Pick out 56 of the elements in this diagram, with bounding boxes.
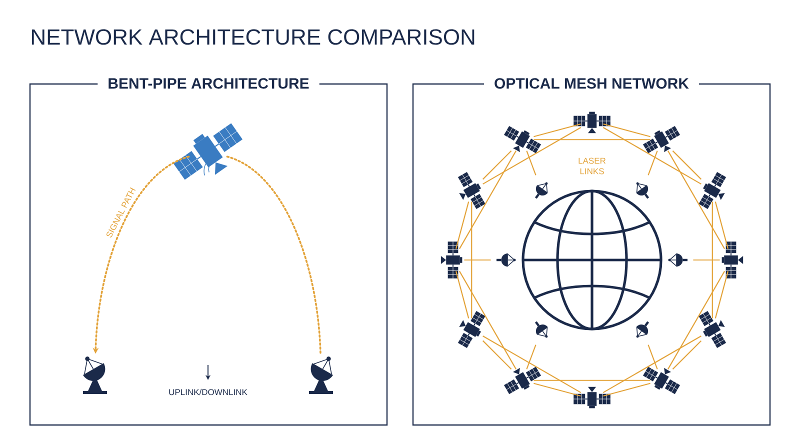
- dish-antenna-icon: [309, 356, 333, 394]
- laser-link: [471, 202, 472, 318]
- laser-link: [458, 150, 517, 250]
- laser-link: [534, 139, 650, 140]
- laser-link: [526, 344, 536, 370]
- laser-link: [464, 259, 491, 261]
- laser-link: [534, 382, 581, 397]
- satellite-icon: [642, 366, 680, 394]
- satellite-icon: [722, 241, 744, 279]
- laser-link: [603, 382, 650, 397]
- laser-link: [459, 270, 517, 370]
- dish-antenna-icon: [668, 253, 688, 267]
- laser-link: [482, 126, 582, 185]
- laser-link: [482, 150, 512, 180]
- title: NETWORK ARCHITECTURE COMPARISON: [32, 29, 474, 45]
- laser-link: [526, 150, 536, 176]
- satellite-icon: [573, 112, 611, 134]
- laser-link: [648, 344, 658, 370]
- globe-icon: [522, 190, 662, 330]
- satellite-icon: [642, 126, 680, 154]
- laser-link: [668, 270, 726, 370]
- laser-link: [668, 150, 726, 250]
- satellite-icon: [573, 386, 611, 408]
- satellite-icon: [504, 366, 542, 394]
- laser-link: [482, 336, 582, 394]
- dish-antenna-icon: [534, 321, 548, 338]
- satellite-icon: [698, 310, 726, 348]
- laser-link: [455, 202, 470, 249]
- satellite-icon: [504, 126, 542, 154]
- laser-link: [482, 340, 512, 370]
- laser-link: [602, 335, 702, 394]
- laser-link: [712, 202, 713, 318]
- satellite-icon: [458, 310, 486, 348]
- dish-antenna-icon: [534, 182, 548, 199]
- label: LASER LINKS: [578, 158, 606, 174]
- laser-link: [603, 123, 650, 138]
- satellite-icon: [458, 172, 486, 210]
- label: UPLINK/DOWNLINK: [169, 388, 248, 396]
- laser-link: [714, 202, 729, 249]
- laser-link: [602, 126, 702, 185]
- dish-antenna-icon: [636, 182, 650, 199]
- laser-link: [714, 271, 729, 318]
- laser-link: [534, 123, 581, 138]
- dish-antenna-icon: [636, 321, 650, 338]
- laser-link: [534, 380, 650, 381]
- dish-antenna-icon: [496, 253, 516, 267]
- satellite-icon: [440, 241, 462, 279]
- laser-link: [672, 150, 702, 180]
- laser-link: [672, 340, 702, 370]
- satellite-icon: [174, 123, 243, 180]
- laser-link: [455, 271, 470, 318]
- laser-link: [693, 259, 720, 261]
- satellite-icon: [698, 172, 726, 210]
- signal-path: [226, 156, 322, 355]
- dish-antenna-icon: [83, 356, 107, 394]
- laser-link: [648, 150, 658, 176]
